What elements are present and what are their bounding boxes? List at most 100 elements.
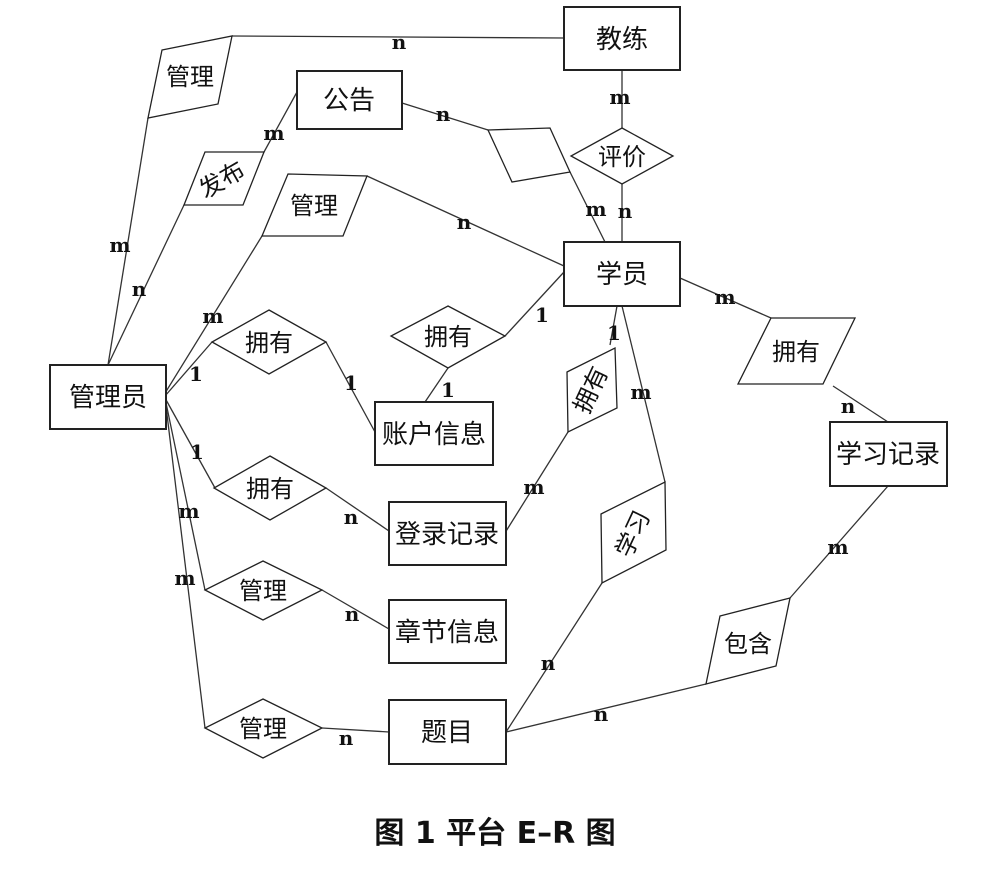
relationship-own-login-admin[interactable]: 拥有 <box>212 455 328 521</box>
cardinality-label: 1 <box>441 378 455 402</box>
cardinality-label: m <box>202 304 223 328</box>
cardinality-label: n <box>392 30 407 54</box>
relationship-label: 评价 <box>598 143 646 171</box>
cardinality-label: n <box>436 102 451 126</box>
relationship-label: 管理 <box>239 577 287 605</box>
cardinality-label: m <box>263 121 284 145</box>
cardinality-label: n <box>339 726 354 750</box>
edge-own-login <box>325 487 390 532</box>
relationship-notice-student[interactable] <box>486 127 571 183</box>
entity-coach[interactable]: 教练 <box>563 6 681 71</box>
relationship-manage-coach[interactable]: 管理 <box>147 35 233 119</box>
cardinality-label: n <box>344 505 359 529</box>
cardinality-label: n <box>457 210 472 234</box>
edge-publish-notice <box>263 91 298 153</box>
edge-own-account <box>325 341 376 433</box>
edge-student-own-login <box>609 305 618 346</box>
edge-student-learn <box>621 305 666 483</box>
entity-login[interactable]: 登录记录 <box>388 501 507 566</box>
edge-student-own-account <box>504 271 565 337</box>
relationship-evaluate[interactable]: 评价 <box>569 127 675 185</box>
cardinality-label: n <box>841 394 856 418</box>
entity-study-record[interactable]: 学习记录 <box>829 421 948 487</box>
cardinality-label: n <box>345 602 360 626</box>
relationship-label: 拥有 <box>246 475 294 503</box>
relationship-label: 拥有 <box>424 323 472 351</box>
edge-manage-student-student <box>366 175 565 267</box>
edge-admin-manage-coach <box>107 117 149 366</box>
edge-manage-question <box>321 727 390 733</box>
edge-notice-diamond <box>401 102 489 131</box>
entity-label: 章节信息 <box>395 618 499 648</box>
cardinality-label: n <box>132 277 147 301</box>
edge-question-contain <box>505 683 707 733</box>
edges <box>107 35 889 733</box>
relationship-contain[interactable]: 包含 <box>705 597 791 685</box>
relationship-own-account-student[interactable]: 拥有 <box>389 305 507 369</box>
cardinality-label: 1 <box>190 440 204 464</box>
relationship-manage-chapter[interactable]: 管理 <box>203 560 324 621</box>
relationship-manage-student[interactable]: 管理 <box>261 173 368 237</box>
cardinality-label: n <box>594 702 609 726</box>
entity-label: 学员 <box>596 260 648 290</box>
edge-admin-own-login <box>164 397 216 489</box>
relationship-label: 拥有 <box>772 338 820 366</box>
edge-own-study <box>832 385 889 423</box>
relationship-label: 管理 <box>290 192 338 220</box>
entity-label: 题目 <box>421 718 473 748</box>
entity-admin[interactable]: 管理员 <box>49 364 167 430</box>
entity-chapter[interactable]: 章节信息 <box>388 599 507 664</box>
relationship-label: 管理 <box>166 63 214 91</box>
entity-notice[interactable]: 公告 <box>296 70 403 130</box>
cardinality-label: 1 <box>344 371 358 395</box>
edge-manage-coach-coach <box>231 35 565 39</box>
entity-label: 登录记录 <box>395 520 499 550</box>
entity-label: 管理员 <box>69 383 147 413</box>
edge-learn-question <box>505 582 603 733</box>
cardinality-label: m <box>827 535 848 559</box>
relationship-own-study[interactable]: 拥有 <box>736 317 857 385</box>
cardinality-label: 1 <box>189 362 203 386</box>
relationship-label: 包含 <box>724 630 772 658</box>
cardinality-label: n <box>541 651 556 675</box>
edge-admin-manage-chapter <box>164 397 206 591</box>
relationship-learn[interactable]: 学习 <box>600 480 667 585</box>
relationship-label: 管理 <box>239 715 287 743</box>
cardinality-label: m <box>585 197 606 221</box>
cardinality-label: m <box>714 285 735 309</box>
edge-manage-chapter <box>321 589 390 630</box>
cardinality-label: 1 <box>607 321 621 345</box>
edge-diamond-student <box>569 171 606 243</box>
cardinality-label: m <box>609 85 630 109</box>
edge-student-own-study <box>679 277 772 319</box>
entity-label: 教练 <box>596 25 648 55</box>
cardinality-label: 1 <box>535 303 549 327</box>
cardinality-label: m <box>523 475 544 499</box>
edge-admin-own-account <box>164 341 213 397</box>
entity-label: 账户信息 <box>382 420 486 450</box>
edge-admin-manage-student <box>161 235 263 399</box>
entity-label: 公告 <box>323 86 375 116</box>
edge-contain-study <box>789 485 889 599</box>
relationship-manage-question[interactable]: 管理 <box>203 698 324 759</box>
relationship-publish[interactable]: 发布 <box>183 151 265 206</box>
edge-admin-manage-question <box>164 397 206 729</box>
cardinalities: n m n m n m n m n 1 1 1 1 1 1 m m m n m … <box>109 30 855 750</box>
relationship-label: 拥有 <box>245 329 293 357</box>
relationship-own-login-student[interactable]: 拥有 <box>566 346 618 434</box>
cardinality-label: m <box>630 380 651 404</box>
cardinality-label: m <box>178 499 199 523</box>
relationship-own-account-admin[interactable]: 拥有 <box>210 309 328 375</box>
cardinality-label: n <box>618 199 633 223</box>
figure-caption: 图 1 平台 E–R 图 <box>374 816 615 851</box>
entity-account[interactable]: 账户信息 <box>374 401 494 466</box>
edge-admin-publish <box>107 204 185 366</box>
cardinality-label: m <box>109 233 130 257</box>
edge-own-login-2 <box>502 431 569 537</box>
entity-student[interactable]: 学员 <box>563 241 681 307</box>
edge-own-account-2 <box>424 367 449 403</box>
entity-label: 学习记录 <box>836 440 940 470</box>
cardinality-label: m <box>174 566 195 590</box>
entity-question[interactable]: 题目 <box>388 699 507 765</box>
